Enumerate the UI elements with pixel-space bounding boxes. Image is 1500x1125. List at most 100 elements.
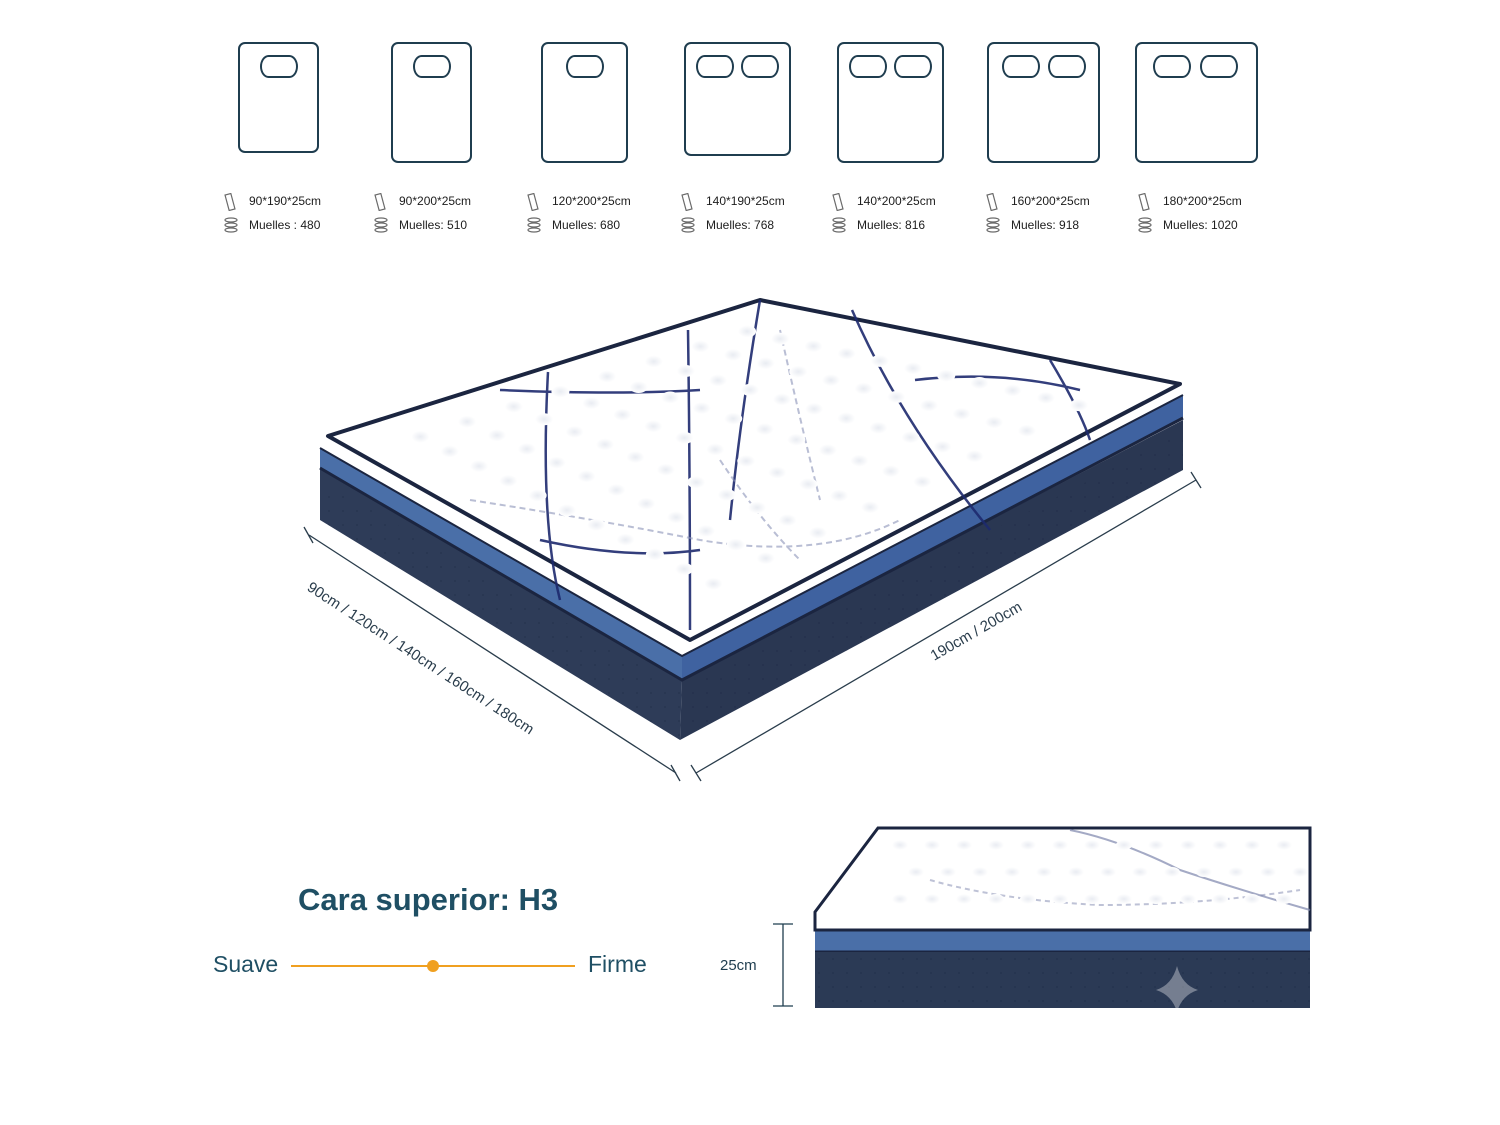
tuft: [771, 332, 790, 345]
tuft: [1196, 867, 1212, 877]
tuft: [737, 454, 756, 467]
tuft: [741, 383, 759, 396]
spring-count: Muelles: 680: [552, 218, 621, 232]
spring-icon: [1138, 217, 1152, 233]
tuft: [837, 412, 856, 425]
tuft: [1116, 840, 1132, 850]
tuft: [919, 399, 938, 412]
spring-count: Muelles: 816: [857, 218, 926, 232]
tuft: [411, 430, 430, 443]
pillow-icon: [1153, 55, 1191, 78]
ruler-icon: [681, 193, 693, 211]
tuft: [596, 438, 614, 451]
pillow-icon: [260, 55, 298, 78]
size-dimensions: 90*190*25cm: [249, 194, 322, 208]
tuft: [613, 408, 632, 421]
tuft: [607, 483, 626, 496]
tuft: [861, 501, 880, 514]
ruler-icon: [1138, 193, 1150, 211]
tuft: [940, 867, 956, 877]
tuft: [756, 552, 775, 565]
spring-icon: [374, 217, 388, 233]
mattress-band: [682, 395, 1183, 680]
firmness-soft-label: Suave: [213, 951, 279, 977]
tuft: [778, 514, 797, 527]
tuft: [598, 370, 617, 383]
tuft: [850, 454, 869, 467]
size-dimensions: 120*200*25cm: [552, 194, 631, 208]
spring-icon: [527, 217, 541, 233]
tuft: [440, 445, 459, 458]
tuft: [667, 511, 686, 524]
spring-icon: [681, 217, 695, 233]
tuft: [869, 421, 888, 434]
tuft: [970, 377, 989, 390]
tuft: [691, 340, 710, 353]
tuft: [458, 415, 477, 428]
size-dimensions: 180*200*25cm: [1163, 194, 1242, 208]
tuft: [985, 416, 1004, 429]
tuft: [1148, 840, 1164, 850]
spring-count: Muelles: 1020: [1163, 218, 1238, 232]
tuft: [818, 444, 837, 457]
tuft: [1260, 867, 1276, 877]
tuft: [1276, 894, 1292, 904]
tuft: [1020, 840, 1036, 850]
tuft: [1244, 894, 1260, 904]
tuft: [738, 325, 757, 338]
tuft: [1020, 894, 1036, 904]
firmness-indicator: [427, 960, 439, 972]
spring-icon: [986, 217, 1000, 233]
tuft: [577, 470, 596, 483]
pillow-icon: [1002, 55, 1040, 78]
tuft: [582, 397, 601, 410]
tuft: [1228, 867, 1244, 877]
firmness-title: Cara superior: H3: [298, 882, 559, 917]
pillow-icon: [741, 55, 779, 78]
tuft: [1068, 867, 1084, 877]
tuft: [557, 504, 576, 517]
tuft: [972, 867, 988, 877]
tuft: [504, 400, 523, 413]
tuft: [587, 518, 606, 531]
spring-count: Muelles : 480: [249, 218, 321, 232]
tuft: [675, 431, 694, 444]
tuft: [1116, 894, 1132, 904]
tuft: [988, 894, 1004, 904]
tuft: [1148, 894, 1164, 904]
tuft: [787, 433, 806, 446]
tuft: [773, 393, 792, 406]
tuft: [965, 450, 984, 463]
tuft: [956, 894, 972, 904]
tuft: [837, 347, 856, 360]
bed-icon-single: [391, 42, 472, 163]
tuft: [1212, 894, 1228, 904]
size-options-row: 90*190*25cm Muelles : 480 90*200*25cm Mu…: [0, 0, 1500, 250]
tuft: [1084, 840, 1100, 850]
tuft: [1052, 840, 1068, 850]
tuft: [1052, 894, 1068, 904]
spring-count: Muelles: 510: [399, 218, 468, 232]
size-dimensions: 90*200*25cm: [399, 194, 472, 208]
tuft: [645, 548, 664, 561]
tuft: [616, 533, 635, 546]
tuft: [724, 412, 743, 425]
bed-icon-single: [238, 42, 319, 153]
width-dimension-line: [303, 526, 681, 782]
ruler-icon: [832, 193, 844, 211]
ruler-icon: [374, 193, 386, 211]
tuft: [676, 364, 695, 377]
tuft: [535, 413, 554, 426]
mattress-tufts: [411, 325, 1089, 590]
tuft: [901, 431, 920, 444]
tuft: [696, 524, 715, 537]
tuft: [528, 489, 547, 502]
tuft: [1164, 867, 1180, 877]
mattress-side-view: [813, 826, 1312, 1012]
spring-icon: [832, 217, 846, 233]
tuft: [854, 382, 873, 395]
size-dimensions: 160*200*25cm: [1011, 194, 1090, 208]
pillow-icon: [849, 55, 887, 78]
tuft: [913, 475, 932, 488]
